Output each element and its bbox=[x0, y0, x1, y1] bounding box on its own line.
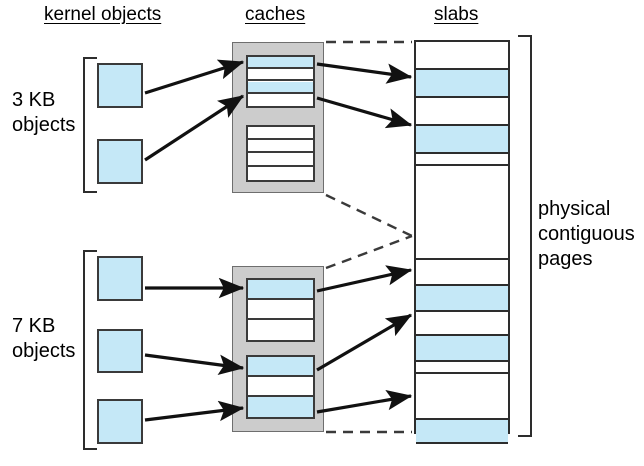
cache-object-slot[interactable] bbox=[248, 357, 313, 377]
cache-object-slot[interactable] bbox=[248, 154, 313, 167]
object-group-label-word: objects bbox=[12, 114, 76, 136]
arrow-cache-bot-row1-to-slab bbox=[316, 265, 413, 293]
slab-page-row[interactable] bbox=[416, 336, 508, 362]
kernel-object-square[interactable] bbox=[97, 256, 143, 301]
physical-pages-label-line1: physical bbox=[538, 198, 611, 220]
cache-object-slot[interactable] bbox=[248, 69, 313, 81]
object-group-label-word: objects bbox=[12, 340, 76, 362]
kernel-object-square[interactable] bbox=[97, 63, 143, 108]
cache-slab-group[interactable] bbox=[246, 278, 315, 342]
physical-pages-label: physical contiguous pages bbox=[538, 197, 635, 272]
slab-page-row[interactable] bbox=[416, 126, 508, 154]
cache-object-slot[interactable] bbox=[248, 280, 313, 300]
slab-page-row[interactable] bbox=[416, 286, 508, 312]
cache-object-slot[interactable] bbox=[248, 127, 313, 140]
arrow-cache-top-row1-to-slab bbox=[316, 62, 413, 84]
slab-page-row[interactable] bbox=[416, 374, 508, 420]
kernel-object-square[interactable] bbox=[97, 399, 143, 444]
slabs-column[interactable] bbox=[414, 40, 510, 466]
cache-object-slot[interactable] bbox=[248, 57, 313, 69]
arrow-obj2-to-cache-top-row3 bbox=[144, 94, 245, 162]
slab-page-row[interactable] bbox=[416, 260, 508, 286]
arrow-obj4-to-cache-bot-row4 bbox=[144, 353, 245, 375]
cache-object-slot[interactable] bbox=[248, 140, 313, 153]
slab-page-row[interactable] bbox=[416, 362, 508, 374]
dash-top-cache-bottom-converge bbox=[325, 193, 413, 238]
slab-page-row[interactable] bbox=[416, 98, 508, 126]
slab-page-row[interactable] bbox=[416, 444, 508, 466]
column-header-caches: caches bbox=[245, 4, 306, 25]
cache-object-slot[interactable] bbox=[248, 167, 313, 180]
cache-object-slot[interactable] bbox=[248, 397, 313, 417]
cache-slab-group[interactable] bbox=[246, 55, 315, 108]
slab-page-row[interactable] bbox=[416, 42, 508, 70]
dashed-link-group bbox=[325, 40, 413, 434]
object-group-label-3kb-objects: 3 KB objects bbox=[12, 88, 75, 138]
column-header-slabs: slabs bbox=[434, 4, 479, 25]
slab-page-row[interactable] bbox=[416, 420, 508, 444]
slab-page-row[interactable] bbox=[416, 312, 508, 336]
cache-slab-group[interactable] bbox=[246, 355, 315, 419]
cache-object-slot[interactable] bbox=[248, 377, 313, 397]
slab-page-row[interactable] bbox=[416, 154, 508, 166]
slab-page-row[interactable] bbox=[416, 70, 508, 98]
arrow-cache-bot-row6-to-slab bbox=[316, 389, 413, 414]
physical-pages-bracket bbox=[518, 35, 532, 437]
dash-bottom-cache-top-converge bbox=[325, 234, 413, 270]
arrow-cache-bot-row4-to-slab bbox=[316, 313, 413, 372]
cache-object-slot[interactable] bbox=[248, 300, 313, 320]
object-group-bracket-3kb-objects bbox=[83, 57, 97, 193]
cache-slab-group[interactable] bbox=[246, 125, 315, 182]
object-group-label-size: 7 KB bbox=[12, 315, 56, 337]
arrow-cache-top-row3-to-slab bbox=[316, 96, 413, 129]
column-header-kernel-objects: kernel objects bbox=[44, 4, 162, 25]
cache-object-slot[interactable] bbox=[248, 94, 313, 106]
physical-pages-label-line2: contiguous bbox=[538, 223, 635, 245]
cache-object-slot[interactable] bbox=[248, 320, 313, 340]
object-group-label-7kb-objects: 7 KB objects bbox=[12, 314, 75, 364]
object-group-bracket-7kb-objects bbox=[83, 250, 97, 450]
kernel-object-square[interactable] bbox=[97, 329, 143, 373]
physical-pages-label-line3: pages bbox=[538, 248, 593, 270]
slab-page-row[interactable] bbox=[416, 166, 508, 260]
arrow-obj1-to-cache-top-row1 bbox=[144, 59, 245, 95]
cache-object-slot[interactable] bbox=[248, 82, 313, 94]
arrow-obj5-to-cache-bot-row6 bbox=[144, 400, 245, 422]
object-group-label-size: 3 KB bbox=[12, 89, 56, 111]
kernel-object-square[interactable] bbox=[97, 139, 143, 184]
